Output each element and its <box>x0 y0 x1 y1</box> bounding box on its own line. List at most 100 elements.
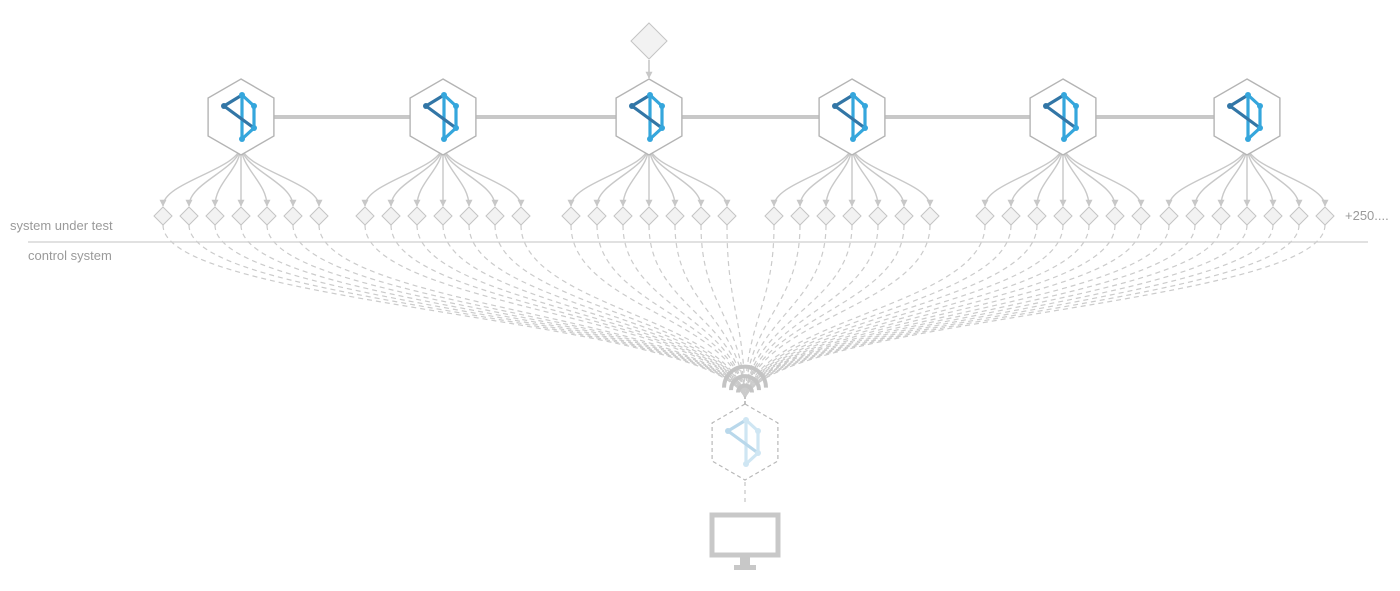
dashed-connection <box>700 224 746 399</box>
node-edge <box>1165 144 1248 207</box>
monitor-neck <box>740 557 750 565</box>
dashed-connection <box>744 224 1248 399</box>
signal-arc <box>722 364 768 388</box>
system-under-test-label: system under test <box>10 218 113 233</box>
dashed-connection <box>266 224 746 399</box>
dashed-connection <box>364 224 746 399</box>
leaf-diamond-icon <box>764 206 784 226</box>
dashed-connection <box>744 224 1038 399</box>
test-nodes <box>207 78 1281 156</box>
leaf-diamond-icon <box>1159 206 1179 226</box>
leaf-diamond-icon <box>1315 206 1335 226</box>
logo-icon <box>832 92 868 142</box>
dashed-connection <box>744 224 827 399</box>
leaf-diamond-icon <box>868 206 888 226</box>
test-node-6 <box>1213 78 1281 156</box>
control-system-label: control system <box>28 248 112 263</box>
dashed-connection <box>442 224 746 399</box>
dashed-connection <box>622 224 746 399</box>
node-edge <box>1062 144 1145 207</box>
node-edge <box>648 144 731 207</box>
dashed-connection <box>240 224 746 399</box>
more-nodes-label: +250.... <box>1345 208 1389 223</box>
leaf-diamond-icon <box>179 206 199 226</box>
dashed-connection <box>744 224 905 399</box>
dashed-connection <box>744 224 1326 399</box>
leaf-diamond-icon <box>205 206 225 226</box>
leaf-diamond-icon <box>717 206 737 226</box>
entry-node <box>630 22 668 79</box>
node-edge <box>1246 144 1329 207</box>
leaf-diamond-icon <box>1211 206 1231 226</box>
leaf-diamond-icon <box>816 206 836 226</box>
dashed-connection <box>744 224 801 399</box>
dashed-connection <box>318 224 746 399</box>
dashed-connection <box>162 224 746 399</box>
node-edge <box>159 144 242 207</box>
test-node-2 <box>409 78 477 156</box>
signal-arc <box>736 383 754 393</box>
node-edge <box>593 144 650 207</box>
leaf-diamond-icon <box>665 206 685 226</box>
node-edge <box>981 144 1064 207</box>
entry-diamond-icon <box>630 22 668 60</box>
node-edge <box>1246 144 1303 207</box>
dashed-connection <box>744 224 1170 399</box>
dashed-connection <box>744 224 986 399</box>
leaf-diamond-icon <box>355 206 375 226</box>
leaf-diamond-icon <box>153 206 173 226</box>
node-edge <box>442 144 525 207</box>
leaf-diamond-icon <box>511 206 531 226</box>
leaf-diamond-icon <box>691 206 711 226</box>
node-edge <box>796 144 853 207</box>
monitor-icon <box>709 482 781 570</box>
logo-icon <box>1227 92 1263 142</box>
dashed-connection <box>744 224 879 399</box>
node-edge <box>567 144 650 207</box>
leaf-diamond-icon <box>1079 206 1099 226</box>
dashed-connection <box>520 224 746 399</box>
leaf-diamond-icon <box>231 206 251 226</box>
wireless-signal-icon <box>722 364 768 404</box>
leaf-diamond-icon <box>1289 206 1309 226</box>
logo-icon <box>423 92 459 142</box>
leaf-diamond-icon <box>1185 206 1205 226</box>
logo-icon <box>629 92 665 142</box>
node-edge <box>442 144 499 207</box>
monitor-screen <box>709 512 781 558</box>
leaf-diamond-icon <box>485 206 505 226</box>
leaf-diamond-icon <box>587 206 607 226</box>
logo-icon <box>221 92 257 142</box>
leaf-diamond-icon <box>407 206 427 226</box>
dashed-connection <box>494 224 746 399</box>
dashed-connection <box>744 224 1300 399</box>
node-edge <box>361 144 444 207</box>
leaf-diamond-icon <box>1263 206 1283 226</box>
node-edge <box>770 144 853 207</box>
node-edge <box>387 144 444 207</box>
dashed-connection <box>744 224 1142 399</box>
controller-connections <box>162 224 1326 399</box>
dashed-connection <box>744 224 931 399</box>
dashed-connection <box>744 224 1090 399</box>
leaf-diamond-icon <box>1053 206 1073 226</box>
test-node-5 <box>1029 78 1097 156</box>
dashed-connection <box>188 224 746 399</box>
dashed-connection <box>674 224 746 399</box>
leaf-diamond-icon <box>381 206 401 226</box>
dashed-connection <box>726 224 746 399</box>
dashed-connection <box>744 224 853 399</box>
node-edge <box>240 144 323 207</box>
dashed-connection <box>744 224 1196 399</box>
leaf-diamond-icon <box>1237 206 1257 226</box>
controller-hexagon-icon <box>711 403 779 481</box>
node-edge <box>240 144 297 207</box>
dashed-connection <box>744 224 1012 399</box>
dashed-connection <box>390 224 746 399</box>
leaf-diamond-icon <box>1001 206 1021 226</box>
node-edge <box>1062 144 1119 207</box>
leaf-diamond-icon <box>975 206 995 226</box>
node-edge <box>851 144 908 207</box>
leaf-diamond-icon <box>1131 206 1151 226</box>
